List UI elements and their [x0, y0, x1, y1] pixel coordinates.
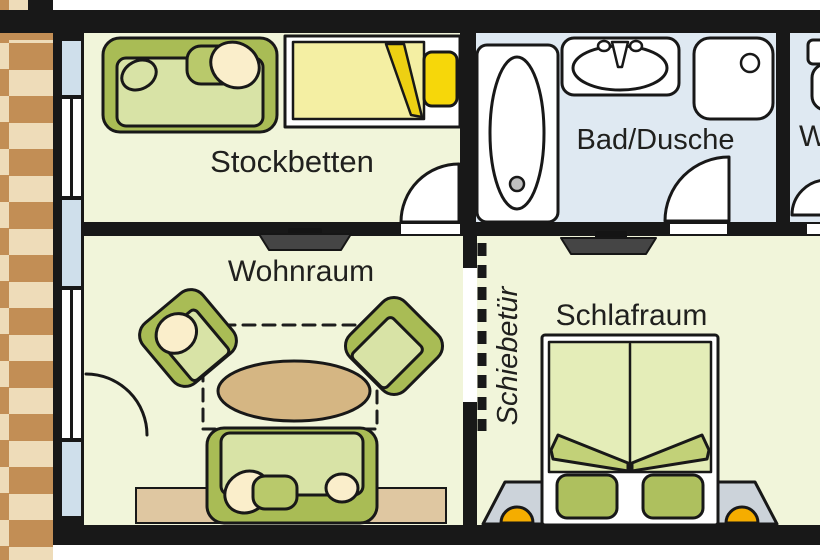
- terrace-deck-edge-planks: [0, 0, 9, 560]
- shower-tray: [692, 36, 775, 121]
- door-swing-stockbetten: [399, 162, 461, 224]
- exterior-wall-bottom: [53, 525, 820, 545]
- sofa-stockbetten: [101, 36, 279, 134]
- blanket-fold-right: [630, 433, 711, 473]
- wall-wohnraum-schlafraum-top: [463, 236, 477, 268]
- exterior-wall-top: [0, 10, 820, 33]
- bed-pillow: [422, 50, 459, 108]
- lamp-left: [499, 505, 535, 525]
- terrace-door-stockbetten: [60, 97, 83, 198]
- double-bed: [540, 333, 720, 527]
- window-stockbetten: [60, 39, 83, 97]
- toilet: [806, 38, 820, 111]
- armchair-right: [343, 295, 445, 397]
- door-swing-wc: [790, 179, 820, 217]
- wall-bad-wc: [776, 33, 790, 222]
- threshold-bad-dusche: [667, 222, 730, 236]
- threshold-wc: [804, 222, 820, 236]
- bathtub-drain: [508, 175, 526, 193]
- wall-stockbetten-bad: [460, 33, 476, 222]
- label-stockbetten: Stockbetten: [210, 144, 374, 179]
- armchair-cushion: [154, 312, 199, 355]
- bunk-bed: [283, 34, 462, 129]
- faucet-handle-right: [628, 39, 644, 53]
- faucet-handle-left: [596, 39, 612, 53]
- bathtub-basin: [488, 55, 546, 211]
- washbasin: [560, 36, 681, 97]
- faucet-spout: [610, 40, 630, 69]
- blanket-fold-left: [549, 433, 630, 473]
- sofa-small-cushion: [120, 58, 158, 92]
- sofa-small-cushion: [324, 472, 360, 504]
- label-wohnraum: Wohnraum: [227, 255, 375, 288]
- sofa-wohnraum: [205, 426, 379, 525]
- bathtub: [475, 43, 560, 224]
- terrace-door-wohnraum: [60, 288, 83, 440]
- toilet-tank: [806, 38, 820, 66]
- sofa-back-cushion: [251, 474, 299, 511]
- window-wohnraum: [60, 440, 83, 518]
- armchair-left: [138, 288, 238, 388]
- tv-wohnraum: [258, 228, 352, 251]
- label-bad-dusche: Bad/Dusche: [576, 124, 735, 156]
- wall-wohnraum-schlafraum-bottom: [463, 402, 477, 525]
- shower-drain: [739, 52, 761, 74]
- lamp-right: [724, 505, 760, 525]
- pillow-left: [555, 473, 619, 520]
- toilet-bowl: [810, 63, 820, 111]
- label-wc: W: [799, 120, 820, 153]
- tv-screen: [258, 233, 352, 251]
- tv-screen: [560, 237, 657, 255]
- door-swing-bad-dusche: [663, 155, 731, 223]
- window-middle: [60, 198, 83, 288]
- blanket-fold: [384, 42, 424, 119]
- deck-corner-notch: [28, 0, 53, 10]
- pillow-right: [641, 473, 705, 520]
- door-leaf-divider: [70, 290, 73, 438]
- sofa-cream-cushion: [209, 40, 261, 90]
- armchair-seat: [350, 316, 424, 390]
- label-schlafraum: Schlafraum: [555, 299, 708, 332]
- shower: [692, 36, 775, 121]
- tv-schlafraum: [560, 231, 657, 255]
- door-swing-terrace: [84, 372, 149, 437]
- door-leaf-divider: [70, 99, 73, 196]
- coffee-table: [216, 359, 372, 423]
- interior-wall-horizontal-right: [730, 222, 804, 236]
